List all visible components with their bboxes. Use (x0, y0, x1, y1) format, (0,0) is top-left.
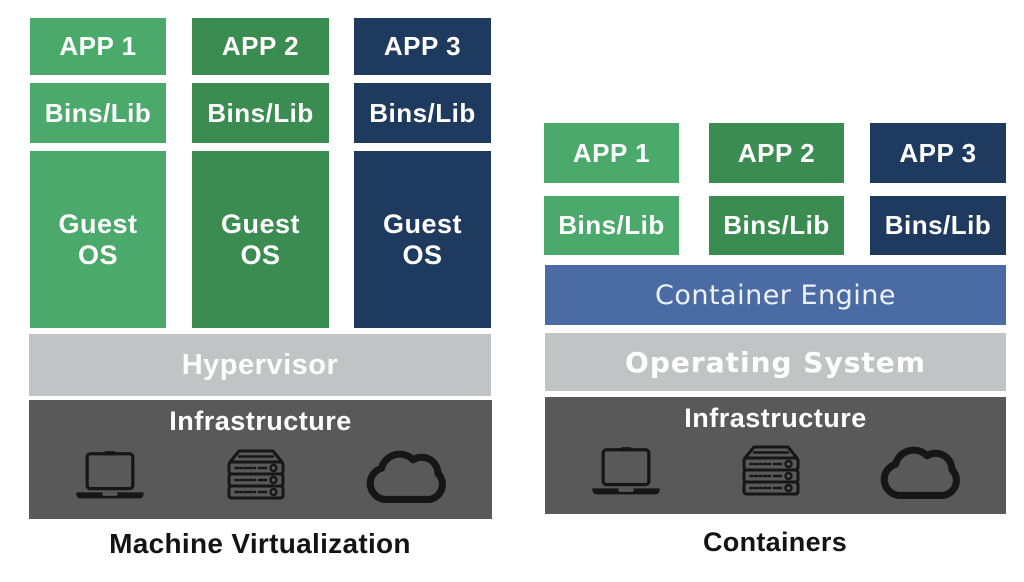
vm-stack2-guest-os-label: Guest OS (220, 209, 301, 270)
vm-stack2-app-box: APP 2 (192, 18, 329, 75)
containers-caption: Containers (702, 527, 848, 557)
hypervisor-bar: Hypervisor (29, 334, 491, 396)
ct-stack2-app-label: APP 2 (737, 137, 816, 168)
vm-stack3-bins-label: Bins/Lib (369, 97, 476, 128)
ct-infrastructure-label: Infrastructure (684, 403, 867, 433)
laptop-icon (73, 450, 147, 500)
ct-stack3-bins-box: Bins/Lib (870, 196, 1006, 255)
vm-infrastructure-label: Infrastructure (169, 406, 352, 436)
laptop-icon (589, 446, 663, 496)
operating-system-bar: Operating System (545, 333, 1006, 391)
ct-stack1-app-box: APP 1 (544, 123, 679, 183)
container-engine-bar: Container Engine (545, 265, 1006, 325)
vm-stack1-bins-box: Bins/Lib (30, 83, 166, 143)
operating-system-label: Operating System (625, 345, 926, 379)
container-engine-label: Container Engine (654, 279, 897, 311)
vm-stack3-app-box: APP 3 (354, 18, 491, 75)
vm-stack2-bins-label: Bins/Lib (207, 97, 314, 128)
vm-stack2-guest-os-box: Guest OS (192, 151, 329, 328)
server-rack-icon (226, 447, 286, 503)
machine-virtualization-caption: Machine Virtualization (109, 528, 411, 559)
cloud-icon (364, 448, 448, 503)
ct-infrastructure-bar: Infrastructure (545, 397, 1006, 514)
ct-stack3-app-label: APP 3 (899, 137, 977, 168)
ct-infrastructure-icons (545, 434, 1006, 514)
server-rack-icon (741, 443, 801, 499)
ct-stack3-bins-label: Bins/Lib (884, 210, 992, 240)
vm-stack3-bins-box: Bins/Lib (354, 83, 491, 143)
vm-stack3-guest-os-label: Guest OS (382, 209, 463, 270)
ct-stack1-bins-label: Bins/Lib (558, 210, 665, 240)
ct-stack1-app-label: APP 1 (572, 137, 651, 168)
vm-infrastructure-bar: Infrastructure (29, 400, 492, 519)
cloud-icon (878, 444, 962, 499)
ct-stack2-app-box: APP 2 (709, 123, 844, 183)
hypervisor-label: Hypervisor (181, 348, 339, 381)
vm-stack3-guest-os-box: Guest OS (354, 151, 491, 328)
ct-stack3-app-box: APP 3 (870, 123, 1006, 183)
vm-stack2-bins-box: Bins/Lib (192, 83, 329, 143)
ct-stack2-bins-box: Bins/Lib (709, 196, 844, 255)
vm-stack1-guest-os-box: Guest OS (30, 151, 166, 328)
vm-stack1-app-box: APP 1 (30, 18, 166, 75)
vm-infrastructure-icons (29, 437, 492, 519)
vm-stack1-app-label: APP 1 (59, 31, 137, 61)
ct-stack2-bins-label: Bins/Lib (723, 210, 830, 240)
vm-stack1-bins-label: Bins/Lib (44, 97, 152, 128)
vm-stack3-app-label: APP 3 (383, 31, 462, 61)
ct-stack1-bins-box: Bins/Lib (544, 196, 679, 255)
vm-stack2-app-label: APP 2 (221, 31, 300, 61)
vm-stack1-guest-os-label: Guest OS (58, 209, 138, 270)
